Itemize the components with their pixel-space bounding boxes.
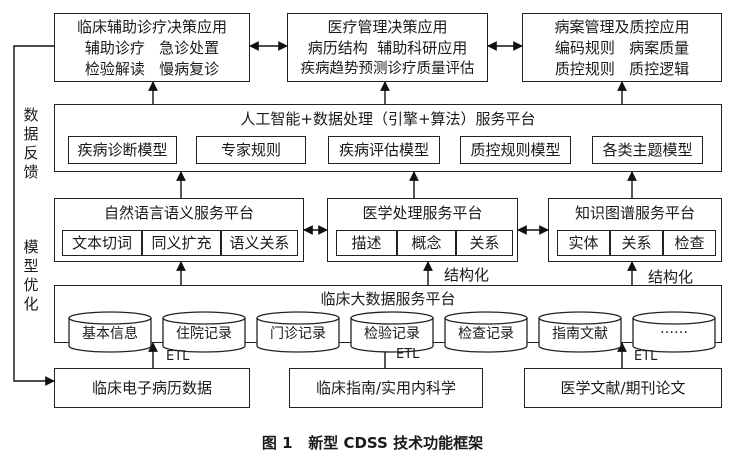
knowledge-graph-platform: 知识图谱服务平台 实体 关系 检查: [548, 198, 722, 262]
med-item: 概念: [397, 230, 456, 256]
record-qc-app: 病案管理及质控应用 编码规则 病案质量 质控规则 质控逻辑: [522, 13, 722, 82]
nlp-item: 语义关系: [221, 230, 298, 256]
clinical-app-title: 临床辅助诊疗决策应用: [76, 18, 227, 36]
nlp-service-platform: 自然语言语义服务平台 文本切词 同义扩充 语义关系: [54, 198, 304, 262]
nlp-item: 同义扩充: [142, 230, 221, 256]
kg-item: 实体: [557, 230, 610, 256]
datastore-label: 住院记录: [176, 326, 232, 342]
ai-model-item: 疾病评估模型: [328, 136, 440, 164]
ai-model-item: 质控规则模型: [460, 136, 571, 164]
datastore-cylinder: [68, 311, 152, 353]
med-platform-title: 医学处理服务平台: [362, 204, 483, 222]
data-feedback-label: 数 据 反 馈: [23, 106, 39, 181]
recordqc-app-line1: 编码规则 病案质量: [554, 39, 690, 57]
bigdata-platform-title: 临床大数据服务平台: [320, 290, 456, 308]
datastore-cylinder: [538, 311, 622, 353]
kg-item: 检查: [663, 230, 716, 256]
structuring-label-kg: 结构化: [648, 268, 694, 286]
etl-label-guide: ETL: [396, 347, 420, 362]
medical-processing-platform: 医学处理服务平台 描述 概念 关系: [327, 198, 518, 262]
figure-caption: 图 1 新型 CDSS 技术功能框架: [261, 434, 484, 452]
recordqc-app-title: 病案管理及质控应用: [554, 18, 690, 36]
datastore-cylinder: [444, 311, 528, 353]
source-emr-data: 临床电子病历数据: [54, 368, 250, 408]
ai-model-item: 疾病诊断模型: [68, 136, 177, 164]
datastore-label: 指南文献: [552, 326, 608, 342]
source-medical-literature: 医学文献/期刊论文: [524, 368, 722, 408]
clinical-decision-app: 临床辅助诊疗决策应用 辅助诊疗 急诊处置 检验解读 慢病复诊: [54, 13, 250, 82]
nlp-platform-title: 自然语言语义服务平台: [103, 204, 254, 222]
medical-mgmt-app: 医疗管理决策应用 病历结构 辅助科研应用 疾病趋势预测诊疗质量评估: [287, 13, 488, 82]
recordqc-app-line2: 质控规则 质控逻辑: [554, 60, 690, 78]
clinical-app-line1: 辅助诊疗 急诊处置: [84, 39, 220, 57]
medmgmt-app-title: 医疗管理决策应用: [327, 18, 448, 36]
ai-platform-title: 人工智能+数据处理（引擎+算法）服务平台: [240, 110, 536, 128]
datastore-label: ……: [660, 321, 688, 337]
datastore-cylinder: [256, 311, 340, 353]
datastore-cylinder: [162, 311, 246, 353]
medmgmt-app-line1: 病历结构 辅助科研应用: [307, 39, 468, 57]
structuring-label-med: 结构化: [444, 266, 490, 284]
clinical-app-line2: 检验解读 慢病复诊: [84, 60, 220, 78]
ai-service-platform: 人工智能+数据处理（引擎+算法）服务平台 疾病诊断模型 专家规则 疾病评估模型 …: [54, 104, 722, 172]
med-item: 关系: [456, 230, 513, 256]
nlp-item: 文本切词: [62, 230, 142, 256]
datastore-cylinder: [632, 311, 716, 353]
etl-label-lit: ETL: [634, 349, 658, 364]
datastore-label: 基本信息: [82, 326, 138, 342]
datastore-label: 门诊记录: [270, 326, 326, 342]
datastore-label: 检查记录: [458, 326, 514, 342]
feedback-loop-line: [13, 45, 55, 386]
kg-item: 关系: [610, 230, 663, 256]
datastore-cylinder: [350, 311, 434, 353]
etl-label-emr: ETL: [166, 349, 190, 364]
model-optimize-label: 模 型 优 化: [23, 238, 39, 313]
med-item: 描述: [336, 230, 397, 256]
medmgmt-app-line2: 疾病趋势预测诊疗质量评估: [300, 61, 475, 77]
ai-model-item: 各类主题模型: [592, 136, 703, 164]
ai-model-item: 专家规则: [196, 136, 306, 164]
kg-platform-title: 知识图谱服务平台: [574, 204, 695, 222]
datastore-label: 检验记录: [364, 326, 420, 342]
source-clinical-guidelines: 临床指南/实用内科学: [289, 368, 483, 408]
